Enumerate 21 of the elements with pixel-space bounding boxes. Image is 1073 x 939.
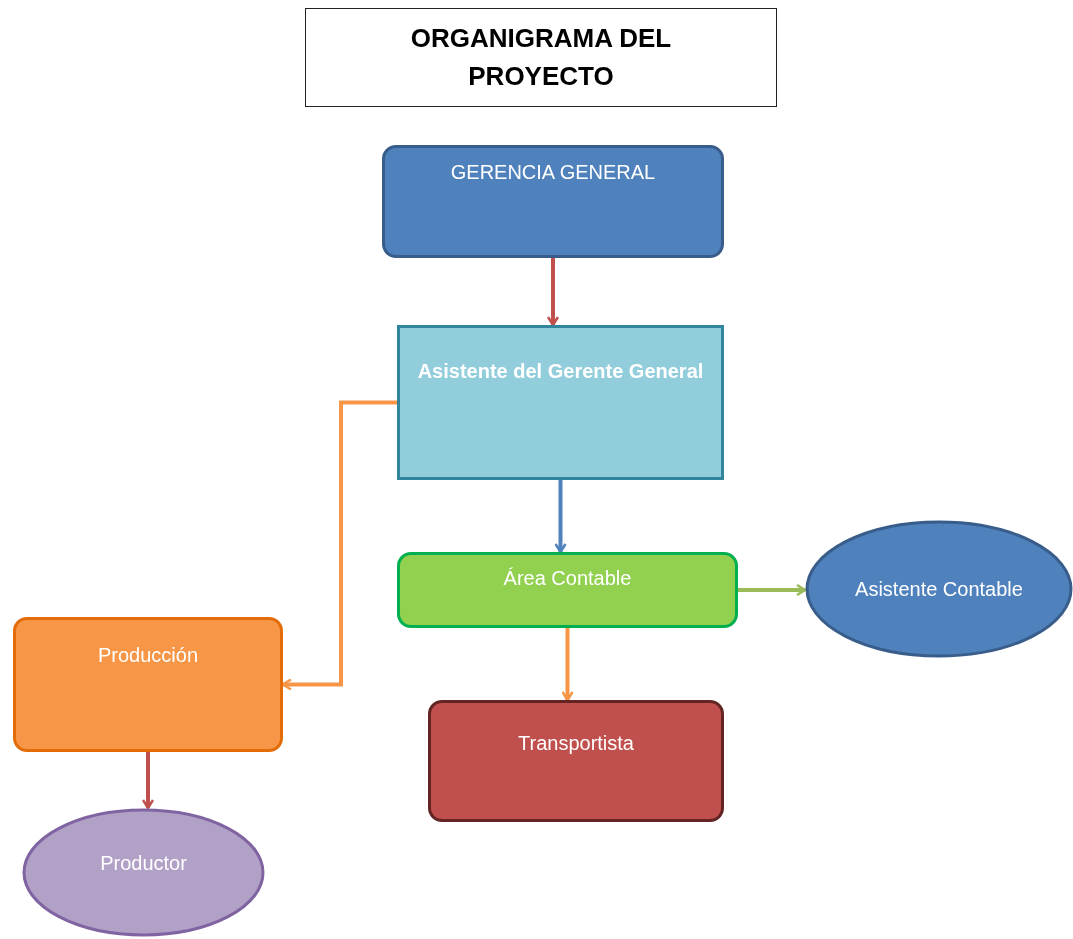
process-box [397, 325, 724, 480]
arrow [141, 752, 155, 810]
arrow [546, 258, 560, 327]
arrow [561, 628, 574, 702]
process-box [397, 552, 738, 628]
node-label: Asistente Contable [854, 577, 1024, 602]
process-box [428, 700, 724, 822]
process-box [13, 617, 283, 752]
ellipse-node [805, 520, 1073, 658]
arrow [281, 400, 397, 691]
node-label: GERENCIA GENERAL [449, 159, 657, 185]
node-label: Transportista [517, 731, 635, 756]
ellipse-node [22, 808, 265, 937]
arrow [738, 583, 807, 597]
process-box [382, 145, 724, 258]
title: ORGANIGRAMA DEL PROYECTO [305, 8, 777, 107]
arrow [554, 480, 567, 554]
node-label: Asistente del Gerente General [416, 358, 705, 384]
node-label: Área Contable [502, 566, 633, 591]
node-label: Producción [96, 642, 200, 668]
node-label: Productor [99, 850, 188, 876]
